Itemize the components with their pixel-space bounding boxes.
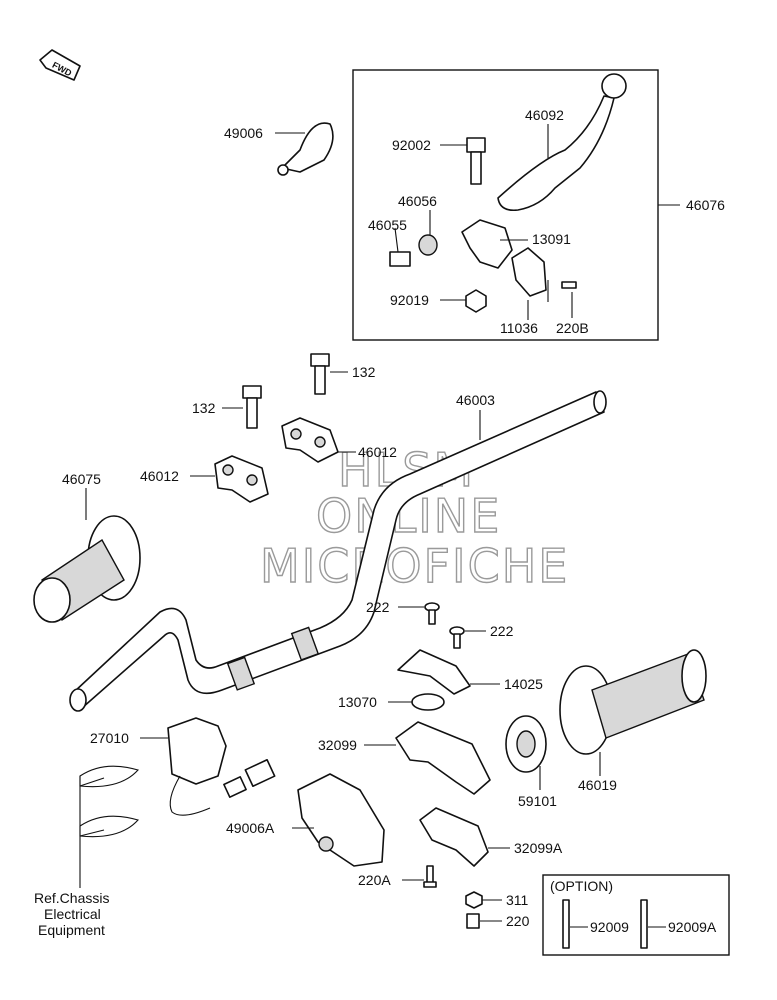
part-11036-clamp: 11036 <box>500 247 549 336</box>
label-220: 220 <box>506 913 530 929</box>
part-46012-holder-left: 46012 <box>140 455 269 503</box>
label-132-left: 132 <box>192 400 216 416</box>
part-27010-switch: 27010 <box>90 717 276 816</box>
part-49006A-cover: 49006A <box>226 773 385 867</box>
part-220B-screw: 220B <box>556 281 589 336</box>
label-46012-left: 46012 <box>140 468 179 484</box>
label-32099A: 32099A <box>514 840 563 856</box>
forward-direction-arrow: FWD <box>39 49 81 81</box>
label-132-right: 132 <box>352 364 376 380</box>
label-220A: 220A <box>358 872 391 888</box>
reference-note-line-1: Ref.Chassis <box>34 890 109 906</box>
part-14025-cover: 14025 <box>397 649 543 695</box>
label-46075: 46075 <box>62 471 101 487</box>
reference-note-line-3: Equipment <box>38 922 105 938</box>
label-49006: 49006 <box>224 125 263 141</box>
watermark: HLSM ONLINE MICROFICHE <box>259 442 569 593</box>
part-49006-cover: 49006 <box>224 122 334 176</box>
part-59101-throttle-cam: 59101 <box>505 715 557 809</box>
label-46003: 46003 <box>456 392 495 408</box>
label-32099: 32099 <box>318 737 357 753</box>
label-46092: 46092 <box>525 107 564 123</box>
label-46056: 46056 <box>398 193 437 209</box>
watermark-line-3: MICROFICHE <box>260 539 569 593</box>
reference-note-line-2: Electrical <box>44 906 101 922</box>
label-46012-right: 46012 <box>358 444 397 460</box>
part-92002-bolt: 92002 <box>392 137 486 185</box>
label-46019: 46019 <box>578 777 617 793</box>
label-46055: 46055 <box>368 217 407 233</box>
label-92009: 92009 <box>590 919 629 935</box>
part-cable-ties: Ref.Chassis Electrical Equipment <box>34 765 139 938</box>
label-92019: 92019 <box>390 292 429 308</box>
part-46092-lever: 46092 <box>497 73 627 212</box>
label-46076: 46076 <box>686 197 725 213</box>
part-13070-ring: 13070 <box>338 693 445 711</box>
label-220B: 220B <box>556 320 589 336</box>
label-27010: 27010 <box>90 730 129 746</box>
part-46003-handlebar: 46003 <box>69 390 607 712</box>
label-13091: 13091 <box>532 231 571 247</box>
label-222-lower: 222 <box>490 623 514 639</box>
label-59101: 59101 <box>518 793 557 809</box>
label-222-upper: 222 <box>366 599 390 615</box>
part-311-nut: 311 <box>465 891 529 909</box>
label-92009A: 92009A <box>668 919 717 935</box>
part-132-bolt-left: 132 <box>192 385 262 429</box>
label-11036: 11036 <box>500 320 538 336</box>
part-92019-nut: 92019 <box>390 289 487 313</box>
label-13070: 13070 <box>338 694 377 710</box>
part-222-screw-lower: 222 <box>449 623 514 649</box>
part-46012-holder-right: 46012 <box>281 417 397 463</box>
option-label: (OPTION) <box>550 878 613 894</box>
part-220-screw: 220 <box>466 913 530 929</box>
part-lever-holder: 46056 46055 13091 <box>368 193 571 269</box>
part-46075-grip: 46075 <box>33 471 141 623</box>
part-222-screw-upper: 222 <box>366 599 440 625</box>
label-49006A: 49006A <box>226 820 275 836</box>
part-132-bolt-right: 132 <box>310 353 376 395</box>
label-311: 311 <box>506 892 529 908</box>
part-32099A-housing: 32099A <box>419 807 563 867</box>
label-92002: 92002 <box>392 137 431 153</box>
part-220A-screw: 220A <box>358 865 437 888</box>
label-14025: 14025 <box>504 676 543 692</box>
option-box: (OPTION) 92009 92009A <box>542 874 730 956</box>
part-32099-housing: 32099 <box>318 721 491 795</box>
part-46019-throttle-grip: 46019 <box>559 649 707 793</box>
